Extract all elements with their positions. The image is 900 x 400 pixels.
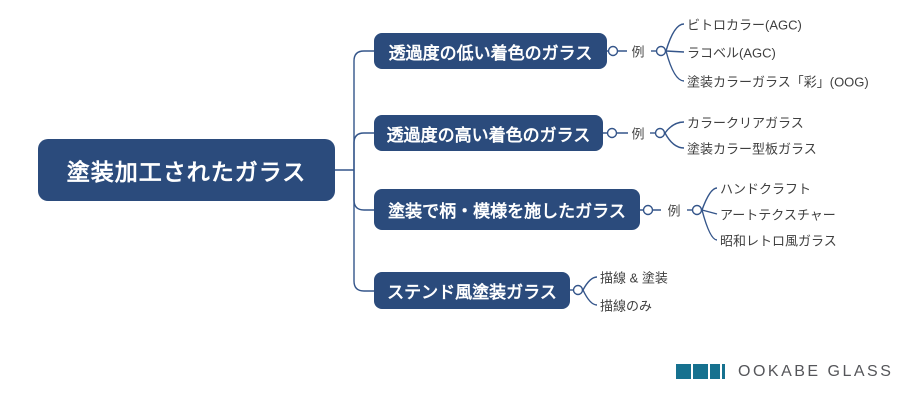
leaf-label: アートテクスチャー bbox=[720, 207, 836, 223]
leaf-label: カラークリアガラス bbox=[687, 115, 804, 131]
leaf-label: ハンドクラフト bbox=[720, 181, 812, 197]
leaf-label: 描線のみ bbox=[600, 298, 653, 314]
leaf-label: 塗装カラー型板ガラス bbox=[687, 141, 817, 157]
branch-node-stained-style: ステンド風塗装ガラス bbox=[374, 272, 570, 309]
example-label: 例 bbox=[667, 203, 681, 219]
example-label: 例 bbox=[631, 126, 645, 142]
root-node: 塗装加工されたガラス bbox=[38, 139, 335, 201]
leaf-label: 描線 & 塗装 bbox=[600, 270, 668, 286]
branch-node-low-transmittance: 透過度の低い着色のガラス bbox=[374, 33, 607, 69]
ookabe-glass-logo: OOKABE GLASS bbox=[676, 363, 893, 381]
leaf-label: 昭和レトロ風ガラス bbox=[720, 233, 837, 249]
example-label: 例 bbox=[631, 44, 645, 60]
branch-node-patterned: 塗装で柄・模様を施したガラス bbox=[374, 189, 640, 230]
leaf-label: ラコベル(AGC) bbox=[687, 45, 776, 61]
leaf-label: ビトロカラー(AGC) bbox=[687, 17, 802, 33]
logo-text: OOKABE GLASS bbox=[738, 363, 894, 380]
branch-node-high-transmittance: 透過度の高い着色のガラス bbox=[374, 115, 603, 151]
logo-mark-icon bbox=[676, 364, 725, 379]
leaf-label: 塗装カラーガラス「彩」(OOG) bbox=[687, 74, 869, 90]
